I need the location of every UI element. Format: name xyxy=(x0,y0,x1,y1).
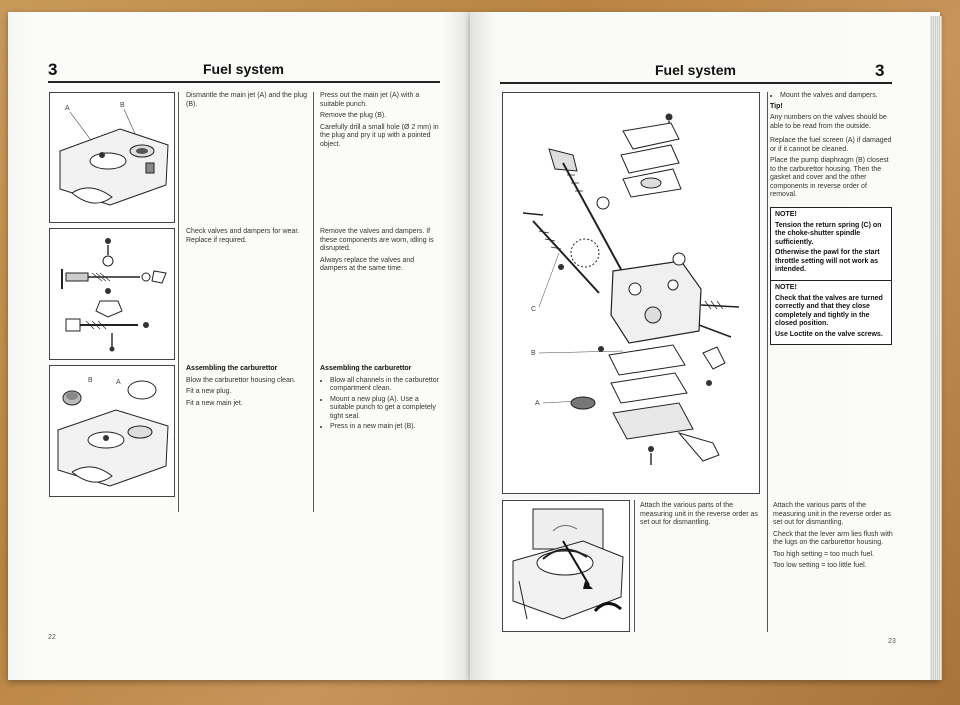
figure-label: A xyxy=(535,400,540,407)
bottom-col2-text: Attach the various parts of the measurin… xyxy=(773,502,895,574)
figure-label: A xyxy=(116,379,121,386)
page-edges xyxy=(930,16,942,680)
instruction-text: Place the pump diaphragm (B) closest to … xyxy=(770,157,889,198)
tip-heading: Tip! xyxy=(770,102,783,110)
right-page: Fuel system 3 C B A xyxy=(470,12,940,680)
figure-label: C xyxy=(531,306,536,313)
figure-exploded-carburettor: C B A xyxy=(502,92,760,494)
figure-main-jet-removal: A B xyxy=(49,92,175,223)
left-page: 3 Fuel system A B Dismantle the main jet… xyxy=(8,12,470,680)
instruction-text: Too low setting = too little fuel. xyxy=(773,562,867,569)
figure-measuring-unit xyxy=(502,500,630,632)
row3-col2-text: Assembling the carburettor Blow all chan… xyxy=(320,365,440,434)
note-box: NOTE! Check that the valves are turned c… xyxy=(770,280,892,345)
right-column-text: Mount the valves and dampers. Tip! Any n… xyxy=(770,92,894,203)
column-divider xyxy=(634,500,635,632)
tip-text: Any numbers on the valves should be able… xyxy=(770,114,887,130)
list-item: Mount the valves and dampers. xyxy=(780,92,894,101)
instruction-text: Blow the carburettor housing clean. xyxy=(186,376,296,384)
instruction-text: Check valves and dampers for wear. Repla… xyxy=(186,228,300,244)
instruction-text: Always replace the valves and dampers at… xyxy=(320,256,415,273)
row3-col1-text: Assembling the carburettor Blow the carb… xyxy=(186,365,308,411)
list-item: Mount a new plug (A). Use a suitable pun… xyxy=(330,396,440,422)
instruction-text: Carefully drill a small hole (Ø 2 mm) in… xyxy=(320,123,439,148)
instruction-text: Remove the plug (B). xyxy=(320,112,387,119)
row1-col1-text: Dismantle the main jet (A) and the plug … xyxy=(186,92,308,112)
instruction-text: Press out the main jet (A) with a suitab… xyxy=(320,92,420,108)
bullet-list: Mount the valves and dampers. xyxy=(770,92,894,101)
column-divider xyxy=(767,92,768,632)
instruction-text: Fit a new main jet. xyxy=(186,399,243,407)
figure-label: A xyxy=(65,105,70,112)
row2-col1-text: Check valves and dampers for wear. Repla… xyxy=(186,228,308,248)
section-number: 3 xyxy=(48,60,58,79)
figure-label: B xyxy=(88,377,93,384)
figure-label: B xyxy=(120,102,125,109)
section-heading: Assembling the carburettor xyxy=(320,365,412,372)
note-box: NOTE! Tension the return spring (C) on t… xyxy=(770,207,892,281)
page-number: 23 xyxy=(888,638,896,645)
page-title: Fuel system xyxy=(655,62,736,78)
instruction-text: Replace the fuel screen (A) if damaged o… xyxy=(770,137,892,153)
page-title: Fuel system xyxy=(203,61,284,77)
section-heading: Assembling the carburettor xyxy=(186,365,278,372)
instruction-text: Attach the various parts of the measurin… xyxy=(773,502,891,526)
instruction-text: Too high setting = too much fuel. xyxy=(773,550,874,558)
header-rule xyxy=(500,82,892,84)
figure-label: B xyxy=(531,350,536,357)
figure-assembly: B A xyxy=(49,365,175,497)
page-number: 22 xyxy=(48,634,56,641)
instruction-text: Dismantle the main jet (A) and the plug … xyxy=(186,92,308,108)
column-divider xyxy=(313,92,314,512)
instruction-text: Remove the valves and dampers. If these … xyxy=(320,228,434,252)
list-item: Blow all channels in the carburettor com… xyxy=(330,377,440,394)
note-text: Tension the return spring (C) on the cho… xyxy=(775,221,882,246)
list-item: Press in a new main jet (B). xyxy=(330,423,440,432)
bullet-list: Blow all channels in the carburettor com… xyxy=(320,377,440,432)
note-text: Check that the valves are turned correct… xyxy=(775,294,883,328)
column-divider xyxy=(178,92,179,512)
instruction-text: Fit a new plug. xyxy=(186,388,232,395)
figure-valves-dampers xyxy=(49,228,175,360)
bottom-col1-text: Attach the various parts of the measurin… xyxy=(640,502,762,531)
note-text: Use Loctite on the valve screws. xyxy=(775,330,883,338)
header-rule xyxy=(48,81,440,83)
note-heading: NOTE! xyxy=(775,211,797,218)
instruction-text: Check that the lever arm lies flush with… xyxy=(773,530,893,547)
note-text: Otherwise the pawl for the start throttl… xyxy=(775,249,880,273)
note-heading: NOTE! xyxy=(775,284,797,291)
row1-col2-text: Press out the main jet (A) with a suitab… xyxy=(320,92,440,152)
instruction-text: Attach the various parts of the measurin… xyxy=(640,502,758,526)
row2-col2-text: Remove the valves and dampers. If these … xyxy=(320,228,440,277)
section-number: 3 xyxy=(875,61,885,80)
